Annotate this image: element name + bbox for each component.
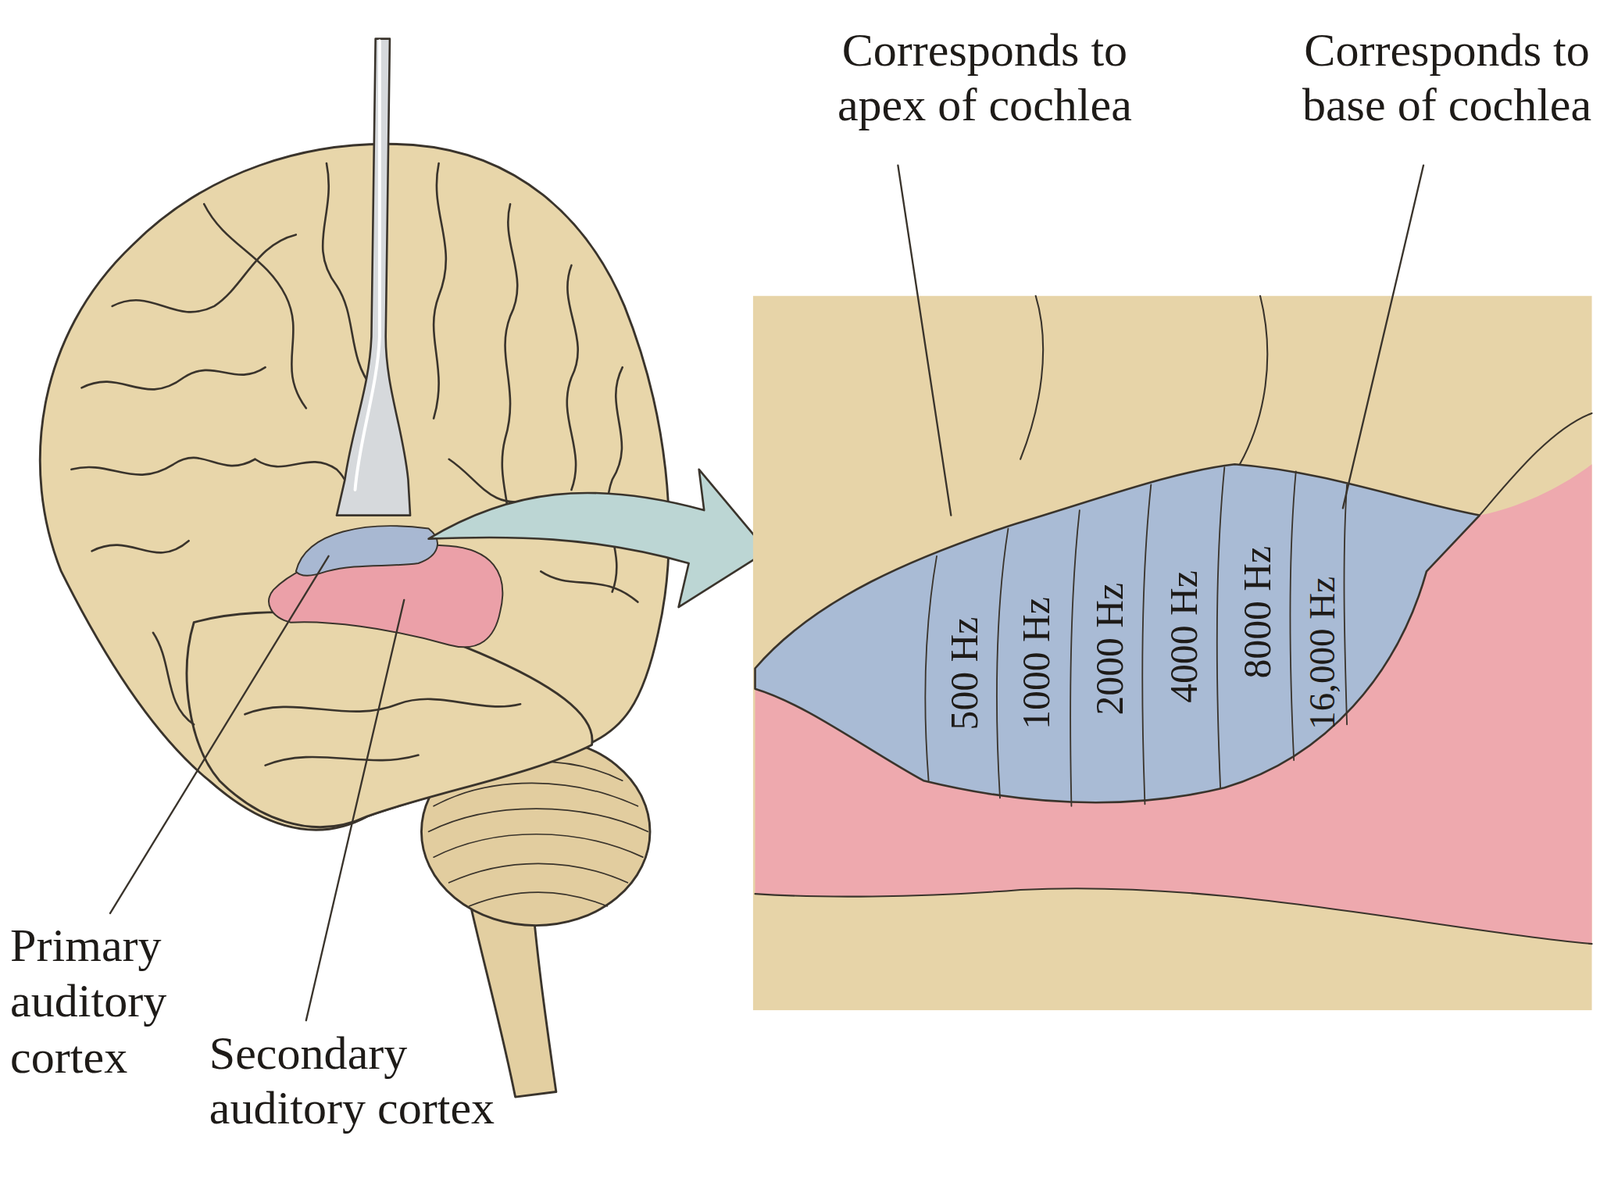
callout-label: Corresponds to apex of cochlea [831,22,1138,134]
temporal-lobe [186,612,593,828]
part-label: Primary auditory cortex [10,918,215,1086]
frequency-label: 16,000 Hz [1296,550,1348,755]
frequency-label: 8000 Hz [1231,510,1283,715]
inset-secondary-cortex [755,464,1593,944]
frequency-label: 500 Hz [939,571,990,775]
leader-lines [110,165,1424,1022]
inset-primary-cortex [755,464,1480,803]
part-label: Secondary auditory cortex [209,1025,516,1137]
primary-cortex [296,525,438,576]
frequency-label: 4000 Hz [1157,534,1209,739]
frequency-label: 1000 Hz [1010,560,1061,765]
surgical-spatula [336,39,411,516]
frequency-band-dividers [925,467,1348,807]
inset-background [753,296,1593,1011]
spatula-highlight [355,40,380,490]
inset-lower-sulcus [755,888,1593,944]
zoom-arrow [428,469,768,608]
frequency-label: 2000 Hz [1083,546,1135,751]
callout-label: Corresponds to base of cochlea [1293,22,1600,134]
